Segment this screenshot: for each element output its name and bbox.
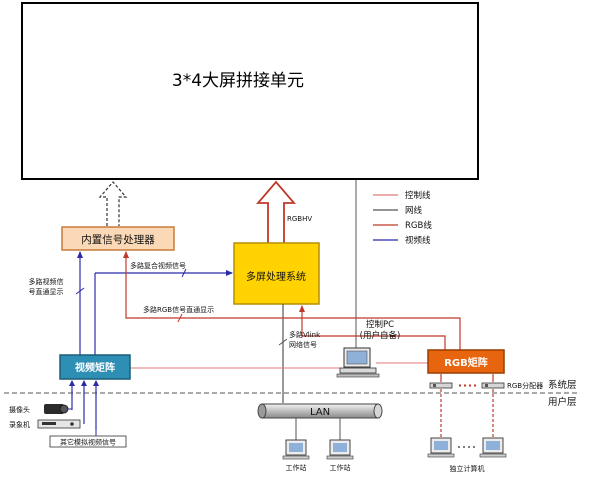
standalone-pc-left-icon [427, 437, 455, 458]
vlink-label-2: 网络信号 [289, 340, 317, 349]
camera-icon [44, 404, 69, 414]
builtin-processor-label: 内置信号处理器 [81, 233, 155, 246]
rgb-line-to-multi [301, 306, 446, 350]
recorder-icon [37, 419, 81, 429]
rgbhv-arrow [256, 180, 296, 243]
video-matrix-label: 视频矩阵 [75, 361, 115, 374]
slash-mark-1 [181, 268, 187, 278]
legend-label-control: 控制线 [405, 190, 431, 201]
camera-label: 摄像头 [9, 405, 30, 414]
slash-mark-2 [75, 287, 85, 295]
recorder-label: 录象机 [9, 420, 30, 429]
video-input-2-arrow [81, 380, 87, 386]
builtin-processor-box [61, 226, 175, 251]
workstation-2-label: 工作站 [330, 463, 351, 472]
control-pc-icon [336, 347, 380, 378]
user-layer-label: 用户层 [548, 396, 577, 408]
dashed-up-arrow [98, 181, 128, 226]
lan-bus [257, 403, 383, 419]
video-direct-label-1: 多路视频信 [29, 277, 64, 286]
multi-screen-box [233, 242, 320, 305]
video-input-3-arrow [93, 380, 99, 386]
rgb-splitter-left-icon [429, 382, 453, 389]
workstation-1-label: 工作站 [286, 463, 307, 472]
slash-mark-4 [278, 338, 288, 346]
video-input-1-arrow [69, 380, 75, 386]
rgbhv-label: RGBHV [287, 215, 312, 223]
other-video-label: 其它模拟视频信号 [60, 438, 116, 447]
standalone-pc-right-icon [479, 437, 507, 458]
control-pc-label-1: 控制PC [366, 319, 394, 330]
rgb-direct-label: 多路RGB信号直通显示 [143, 305, 214, 314]
workstation-2-icon [326, 439, 354, 460]
display-wall-title: 3*4大屏拼接单元 [172, 71, 304, 91]
video-arrowhead-multi [226, 270, 233, 276]
lan-label: LAN [310, 407, 330, 418]
video-matrix-box [59, 354, 131, 380]
display-wall [21, 2, 479, 180]
system-layer-label: 系统层 [548, 379, 577, 391]
rgb-splitter-right-icon [481, 382, 505, 389]
rgb-arrowhead-multi [299, 305, 305, 312]
control-pc-label-2: (用户自备) [360, 330, 401, 341]
video-direct-label-2: 号直通显示 [29, 287, 64, 296]
composite-video-label: 多路复合视频信号 [130, 261, 186, 270]
legend-label-rgb: RGB线 [405, 220, 432, 231]
standalone-pc-label: 独立计算机 [450, 464, 485, 473]
legend: 控制线 网线 RGB线 视频线 [373, 190, 432, 246]
other-video-box [49, 435, 127, 448]
vlink-label-1: 多路Vlink [289, 330, 321, 339]
workstation-1-icon [282, 439, 310, 460]
rgb-arrowhead-processor [123, 251, 129, 258]
video-arrowhead-processor [77, 251, 83, 258]
rgb-direct-line [125, 252, 461, 350]
slash-mark-3 [177, 313, 183, 323]
legend-label-video: 视频线 [405, 235, 431, 246]
rgb-matrix-label: RGB矩阵 [444, 356, 488, 369]
legend-label-net: 网线 [405, 205, 423, 216]
rgb-splitter-label: RGB分配器 [507, 381, 543, 390]
rgb-matrix-box [427, 349, 505, 374]
multi-screen-label: 多屏处理系统 [246, 270, 306, 283]
